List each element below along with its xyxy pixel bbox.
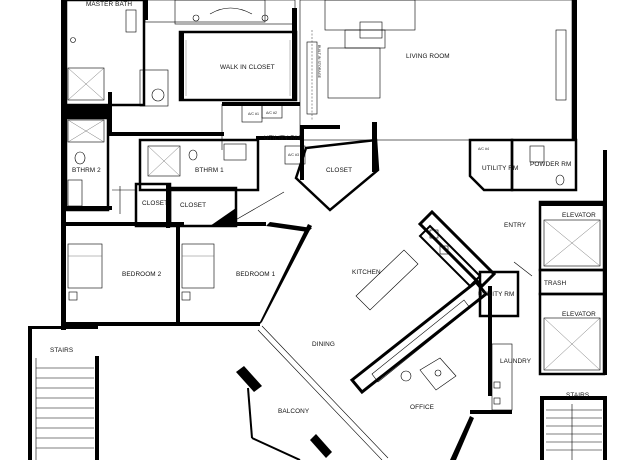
room-label-living-room: LIVING ROOM [406,53,450,60]
stairs-right-treads [546,404,602,460]
room-label-entry: ENTRY [504,222,527,229]
bathroom-1 [138,138,260,192]
fixture-label-ac2: A/C #2 [266,111,277,115]
room-label-elevator-bottom: ELEVATOR [562,311,596,318]
living-room [299,0,573,141]
room-label-bedroom-1: BEDROOM 1 [236,271,276,278]
room-label-bedroom-2: BEDROOM 2 [122,271,162,278]
room-label-closet-main: CLOSET [326,167,352,174]
room-label-closet-left: CLOSET [142,200,168,207]
top-vanity [174,0,296,25]
room-label-bthrm-2: BTHRM 2 [72,167,101,174]
fixture-label-built-in-storage: BUILT-IN STORAGE [317,45,321,79]
right-core [450,138,607,460]
room-label-dining: DINING [312,341,335,348]
room-label-office: OFFICE [410,404,434,411]
room-label-elevator-top: ELEVATOR [562,212,596,219]
dining-balcony [236,325,457,460]
room-label-kitchen: KITCHEN [352,269,381,276]
room-label-utility-rm-mid: UTILITY RM [478,291,514,298]
main-closet [294,122,380,212]
room-label-stairs-right: STAIRS [566,392,589,399]
bathroom-2 [64,116,112,212]
room-label-bthrm-1: BTHRM 1 [195,167,224,174]
walk-in-closet [178,8,298,102]
room-label-balcony: BALCONY [278,408,310,415]
room-label-laundry: LAUNDRY [500,358,532,365]
fixture-label-ac1: A/C #1 [248,112,259,116]
stairs-left-treads [35,358,94,460]
room-label-powder-rm: POWDER RM [530,161,571,168]
fixture-label-ac3: A/C #3 [288,153,299,157]
hall-utility [108,92,306,180]
room-label-trash: TRASH [544,280,566,287]
fixture-label-ac4: A/C #4 [478,147,489,151]
room-label-closet-mid: CLOSET [180,202,206,209]
room-label-walk-in-closet: WALK IN CLOSET [220,64,275,71]
room-label-master-bath: MASTER BATH [86,1,132,8]
room-label-stairs-left: STAIRS [50,347,73,354]
room-label-utility-rm-top: UTILITY RM [264,135,300,142]
bedrooms [64,191,312,326]
kitchen [349,209,497,395]
master-bath [64,0,266,118]
room-label-utility-rm-right: UTILITY RM [482,165,518,172]
